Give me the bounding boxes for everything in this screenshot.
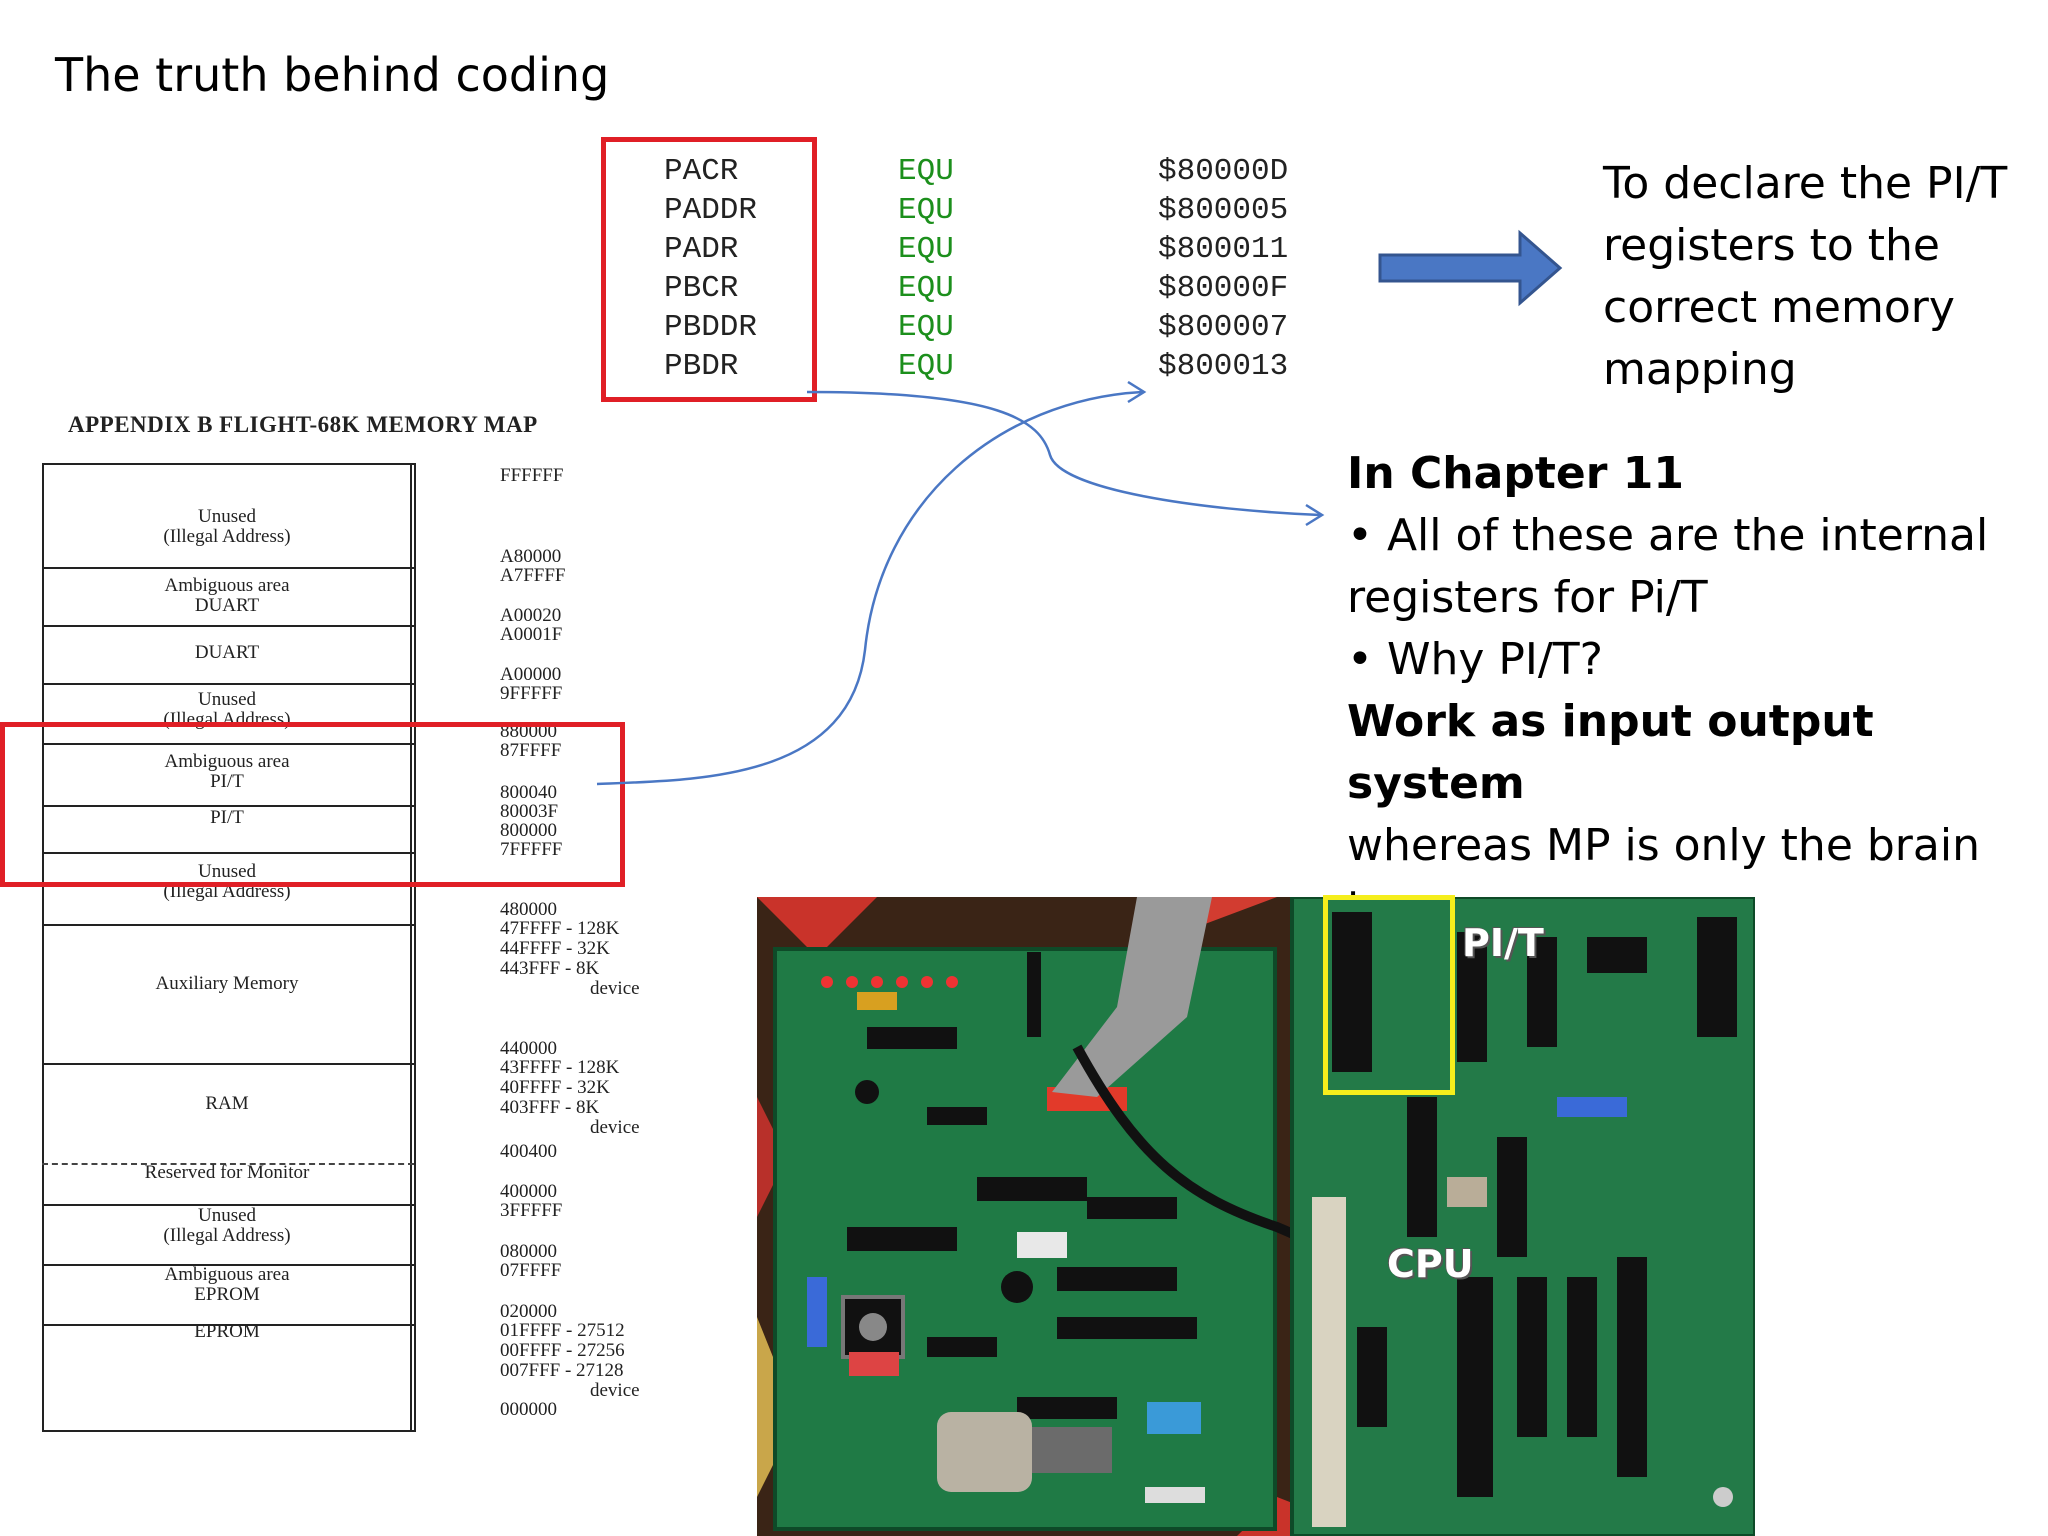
memory-region-label: EPROM	[194, 1321, 260, 1342]
memory-address: 47FFFF - 128K	[500, 918, 620, 939]
memory-region-label: Unused(Illegal Address)	[163, 506, 291, 547]
memory-address: 800040	[500, 782, 557, 803]
block-arrow-icon	[1378, 229, 1563, 307]
memory-address: 9FFFFF	[500, 683, 563, 704]
code-highlight-box	[601, 137, 817, 402]
memory-address: 80003F	[500, 801, 559, 822]
memory-address: 40FFFF - 32K	[500, 1077, 610, 1098]
code-address: $800011	[1158, 232, 1289, 267]
pit-chip-highlight-box	[1323, 895, 1455, 1095]
pit-region-highlight-box	[0, 722, 625, 887]
memory-map-table	[42, 463, 416, 1432]
chapter-notes: In Chapter 11 • All of these are the int…	[1347, 443, 2037, 939]
memory-region-label: PI/T	[210, 807, 244, 828]
memory-address: 443FFF - 8K	[500, 958, 600, 979]
board-photo-illustration	[757, 897, 1755, 1536]
memory-address: A0001F	[500, 624, 563, 645]
code-directive: EQU	[898, 232, 954, 267]
code-address: $800013	[1158, 349, 1289, 384]
memory-address: A7FFFF	[500, 565, 566, 586]
memory-address: 400000	[500, 1181, 557, 1202]
curved-arrow-to-addresses-icon	[596, 390, 1143, 786]
memory-region-label: Unused(Illegal Address)	[163, 1205, 291, 1246]
declare-note: To declare the PI/T registers to the cor…	[1603, 158, 2008, 395]
memory-address: 87FFFF	[500, 740, 562, 761]
memory-address: 000000	[500, 1399, 557, 1420]
memory-address: FFFFFF	[500, 465, 564, 486]
code-address: $80000D	[1158, 154, 1289, 189]
code-directive: EQU	[898, 271, 954, 306]
memory-region-label: Reserved for Monitor	[144, 1162, 310, 1183]
memory-map-title: APPENDIX B FLIGHT-68K MEMORY MAP	[68, 412, 538, 437]
memory-address: A00000	[500, 664, 562, 685]
code-register-name: PBDDR	[664, 310, 758, 345]
chapter-bold-answer: Work as input output system	[1347, 696, 1874, 809]
code-register-name: PADR	[664, 232, 739, 267]
memory-address: 403FFF - 8K	[500, 1097, 600, 1118]
memory-address: 00FFFF - 27256	[500, 1340, 625, 1361]
memory-map-row-line	[42, 805, 414, 807]
code-address: $800007	[1158, 310, 1289, 345]
code-directive: EQU	[898, 193, 954, 228]
memory-address: 020000	[500, 1301, 557, 1322]
memory-map-row-line	[42, 1204, 414, 1206]
memory-address: 44FFFF - 32K	[500, 938, 610, 959]
code-register-name: PBDR	[664, 349, 739, 384]
chapter-bullet-why: • Why PI/T?	[1347, 634, 1603, 685]
memory-region-label: Auxiliary Memory	[155, 973, 299, 994]
memory-map-row-line	[42, 683, 414, 685]
memory-address: 7FFFFF	[500, 839, 563, 860]
memory-map-row-line	[42, 567, 414, 569]
memory-address: 43FFFF - 128K	[500, 1057, 620, 1078]
code-directive: EQU	[898, 154, 954, 189]
memory-address-note: device	[590, 1380, 640, 1401]
slide-title: The truth behind coding	[55, 48, 610, 102]
memory-map-row-line	[42, 1324, 414, 1326]
memory-address-note: device	[590, 1117, 640, 1138]
memory-address: A80000	[500, 546, 562, 567]
memory-region-label: RAM	[205, 1093, 249, 1114]
memory-address: 480000	[500, 899, 557, 920]
code-address: $80000F	[1158, 271, 1289, 306]
memory-address: 440000	[500, 1038, 557, 1059]
memory-map-row-line-dashed	[42, 1163, 414, 1165]
memory-address: A00020	[500, 605, 562, 626]
code-register-name: PADDR	[664, 193, 758, 228]
memory-address: 080000	[500, 1241, 557, 1262]
code-register-name: PBCR	[664, 271, 739, 306]
chapter-heading: In Chapter 11	[1347, 448, 1684, 499]
curved-arrow-to-chapter-icon	[806, 390, 1321, 517]
code-directive: EQU	[898, 349, 954, 384]
memory-region-label: DUART	[194, 642, 260, 663]
memory-map-column-divider	[410, 463, 412, 1430]
memory-map-row-line	[42, 924, 414, 926]
memory-map-row-line	[42, 1264, 414, 1266]
code-directive: EQU	[898, 310, 954, 345]
memory-address: 01FFFF - 27512	[500, 1320, 625, 1341]
memory-address: 3FFFFF	[500, 1200, 563, 1221]
memory-address: 07FFFF	[500, 1260, 562, 1281]
code-register-name: PACR	[664, 154, 739, 189]
memory-map-row-line	[42, 1063, 414, 1065]
cpu-chip-label: CPU	[1387, 1242, 1474, 1286]
chapter-bullet-registers: • All of these are the internal register…	[1347, 510, 1989, 623]
memory-map-row-line	[42, 852, 414, 854]
memory-map-row-line	[42, 743, 414, 745]
memory-map-row-line	[42, 625, 414, 627]
pit-chip-label: PI/T	[1462, 921, 1544, 965]
board-photo: PI/T CPU	[757, 897, 1755, 1536]
code-address: $800005	[1158, 193, 1289, 228]
memory-address-note: device	[590, 978, 640, 999]
memory-address: 007FFF - 27128	[500, 1360, 624, 1381]
memory-address: 800000	[500, 820, 557, 841]
memory-address: 400400	[500, 1141, 557, 1162]
